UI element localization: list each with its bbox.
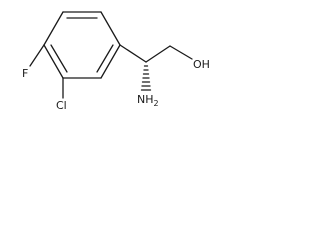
chemical-structure: F Cl OH NH2 [22, 11, 210, 112]
chlorine-label: Cl [56, 99, 67, 112]
ring-bond-3 [100, 44, 121, 79]
ring-bond-6 [43, 11, 64, 46]
ring-inner-bond-3 [50, 44, 68, 73]
ring-bond-5 [43, 44, 64, 79]
amine-subscript: 2 [154, 99, 159, 108]
benzene-ring [43, 11, 121, 79]
bond-ring-chiral-carbon [119, 44, 147, 63]
hydroxyl-label: OH [193, 58, 210, 71]
bond-chiral-carbon-ch2 [145, 45, 171, 63]
ring-bond-2 [100, 11, 121, 46]
amine-label: NH2 [137, 93, 159, 108]
fluorine-label: F [22, 67, 28, 80]
ring-inner-bond-2 [96, 44, 114, 73]
bond-ch2-oxygen [169, 45, 193, 60]
bond-ring-fluorine [29, 44, 45, 67]
hashed-wedge-bond [140, 65, 152, 91]
